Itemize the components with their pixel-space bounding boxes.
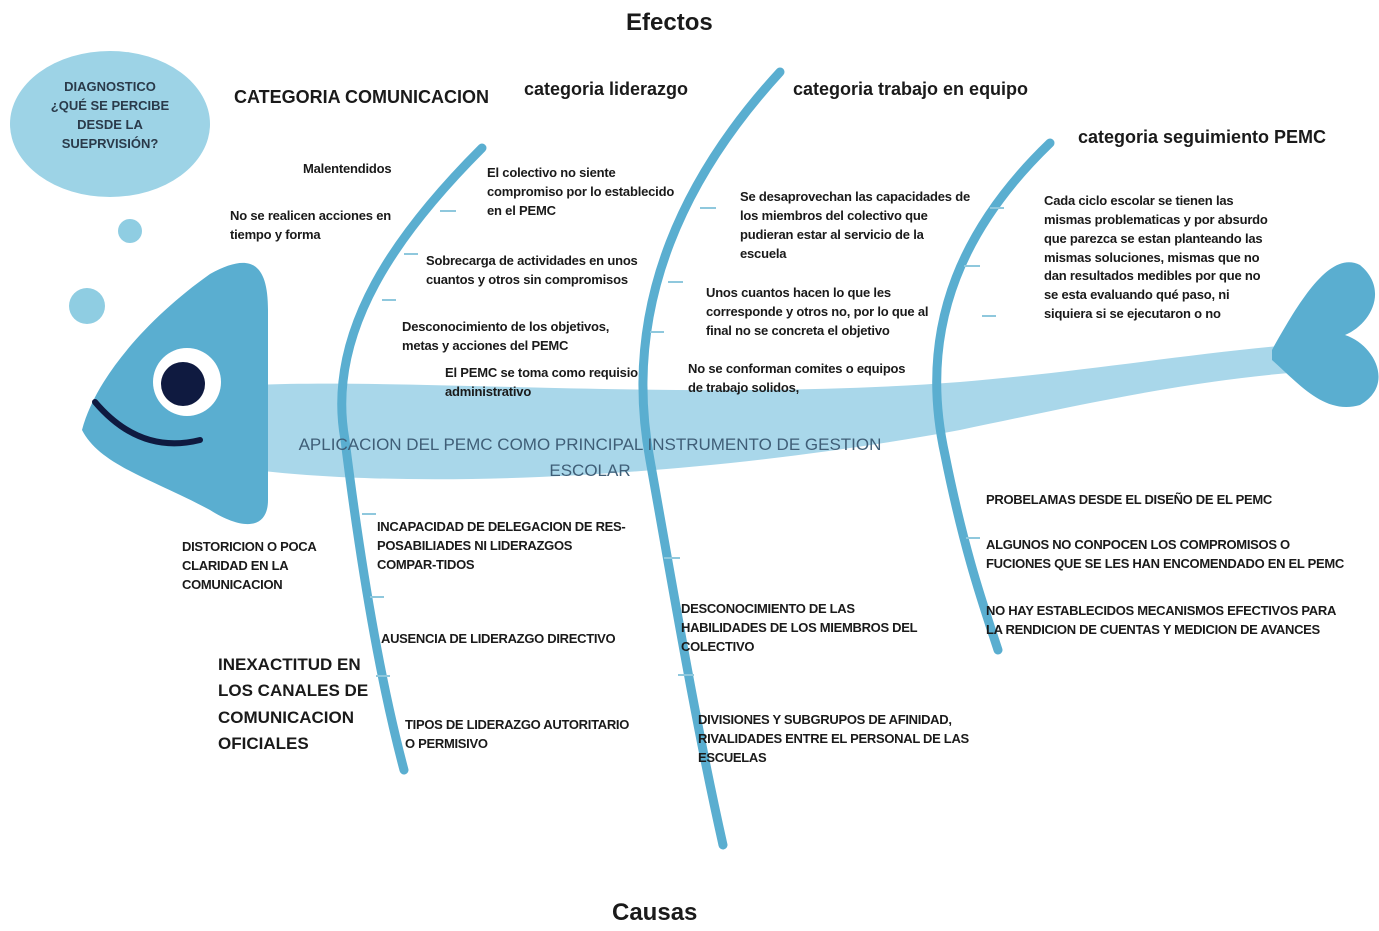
cause-item: DIVISIONES Y SUBGRUPOS DE AFINIDAD, RIVA… — [698, 712, 969, 765]
fish-tail — [1272, 262, 1379, 407]
cause-item: PROBELAMAS DESDE EL DISEÑO DE EL PEMC — [986, 492, 1273, 507]
fish-mouth — [92, 399, 203, 447]
category-seguimiento: categoria seguimiento PEMC — [1078, 127, 1327, 147]
cause-item: DESCONOCIMIENTO DE LAS HABILIDADES DE LO… — [681, 601, 918, 654]
spine-label: APLICACION DEL PEMC COMO PRINCIPAL INSTR… — [298, 435, 882, 480]
effect-item: Malentendidos — [303, 161, 392, 176]
cause-item: INEXACTITUD EN LOS CANALES DE COMUNICACI… — [218, 655, 369, 754]
cause-item: DISTORICION O POCA CLARIDAD EN LA COMUNI… — [182, 539, 317, 592]
cause-item: INCAPACIDAD DE DELEGACION DE RES- POSABI… — [377, 519, 626, 572]
effect-item: El colectivo no siente compromiso por lo… — [487, 165, 675, 218]
effect-item: Se desaprovechan las capacidades de los … — [740, 189, 971, 261]
cause-item: ALGUNOS NO CONPOCEN LOS COMPROMISOS O FU… — [986, 537, 1344, 571]
rib-liderazgo — [638, 67, 785, 850]
effect-item: Cada ciclo escolar se tienen las mismas … — [1044, 193, 1268, 322]
cause-item: NO HAY ESTABLECIDOS MECANISMOS EFECTIVOS… — [986, 603, 1337, 637]
effect-item: Sobrecarga de actividades en unos cuanto… — [426, 253, 638, 287]
category-trabajo-en-equipo: categoria trabajo en equipo — [793, 79, 1029, 99]
causes-header: Causas — [612, 899, 698, 926]
cause-item: AUSENCIA DE LIDERAZGO DIRECTIVO — [381, 631, 616, 646]
cause-item: TIPOS DE LIDERAZGO AUTORITARIO O PERMISI… — [405, 717, 630, 751]
fish-eye — [161, 362, 205, 406]
effect-item: No se realicen acciones en tiempo y form… — [230, 208, 391, 242]
bubble-text: DIAGNOSTICO ¿QUÉ SE PERCIBE DESDE LA SUE… — [50, 79, 170, 151]
thought-bubble — [10, 51, 210, 197]
effect-item: Desconocimiento de los objetivos, metas … — [402, 319, 610, 353]
effects-header: Efectos — [626, 9, 713, 36]
rib-seguimiento — [932, 138, 1055, 655]
category-liderazgo: categoria liderazgo — [524, 79, 689, 99]
effect-item: El PEMC se toma como requisio administra… — [445, 365, 638, 399]
thought-bubble-dot-large — [69, 288, 105, 324]
thought-bubble-dot-small — [118, 219, 142, 243]
category-comunicacion: CATEGORIA COMUNICACION — [234, 87, 489, 107]
effect-item: Unos cuantos hacen lo que les correspond… — [706, 285, 929, 338]
effect-item: No se conforman comites o equipos de tra… — [688, 361, 906, 395]
fish-spine — [255, 345, 1300, 480]
